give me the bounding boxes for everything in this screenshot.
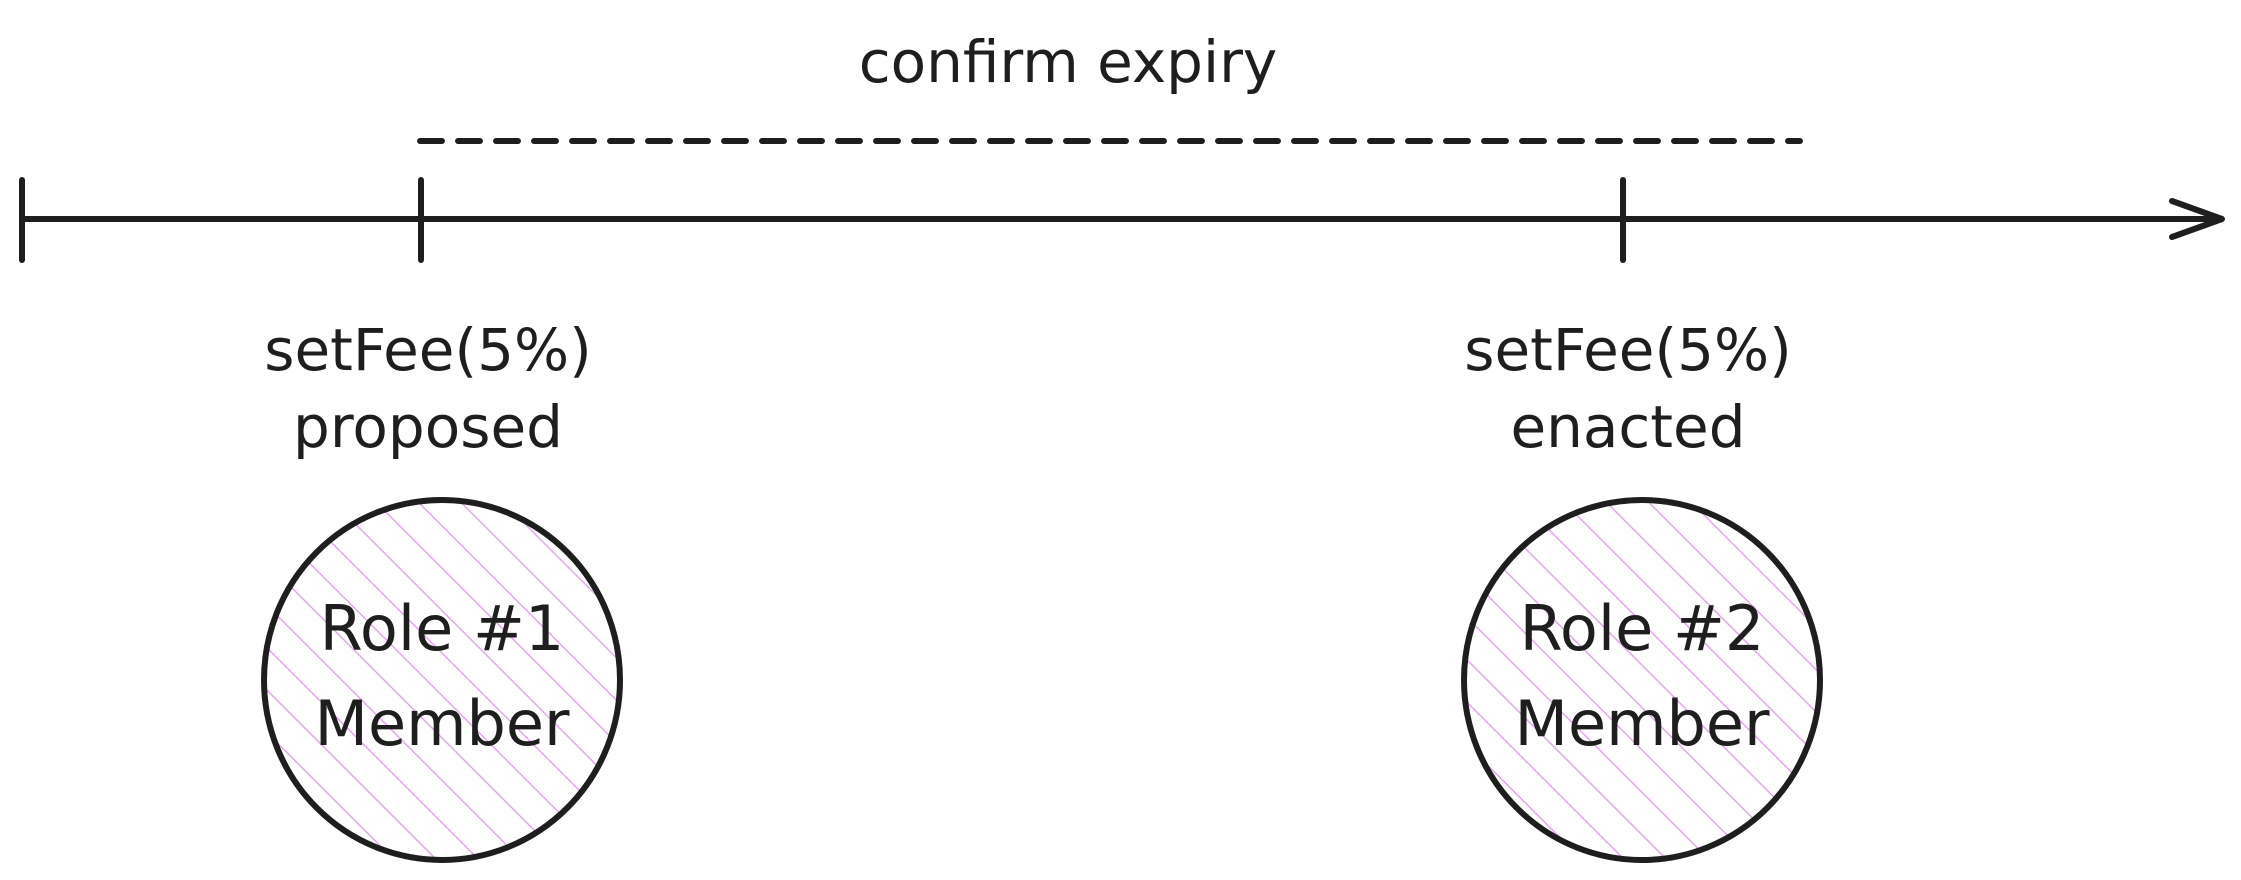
role-node-2: Role #2 Member — [1461, 497, 1823, 863]
event-proposed-call: setFee(5%) — [264, 316, 591, 384]
role-1-title: Role #1 — [320, 592, 565, 665]
role-node-1: Role #1 Member — [261, 497, 623, 863]
role-2-subtitle: Member — [1514, 687, 1770, 760]
event-enacted-call: setFee(5%) — [1464, 316, 1791, 384]
role-2-title: Role #2 — [1520, 592, 1765, 665]
event-proposed-status: proposed — [293, 393, 563, 461]
timeline-arrowhead — [2169, 198, 2225, 240]
event-enacted-status: enacted — [1510, 393, 1745, 461]
role-1-subtitle: Member — [314, 687, 570, 760]
role-circle-2 — [1464, 500, 1820, 860]
interval-label: confirm expiry — [859, 28, 1278, 96]
role-circle-1 — [264, 500, 620, 860]
